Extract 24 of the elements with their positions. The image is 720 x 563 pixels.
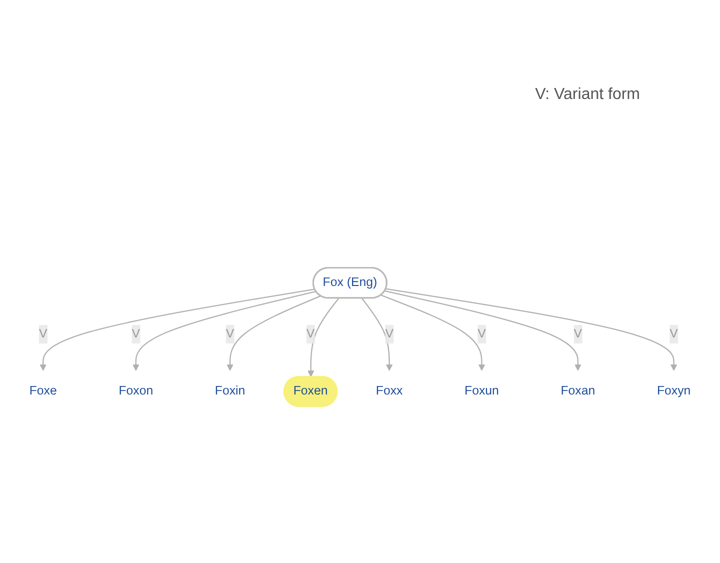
arrow	[40, 288, 315, 371]
arrow	[361, 298, 393, 371]
node-text: Foxe	[29, 384, 57, 398]
edge-label: V	[670, 327, 678, 340]
legend-note: V: Variant form	[535, 86, 640, 104]
node-text: Foxyn	[656, 384, 691, 398]
node-text: Foxon	[118, 384, 154, 398]
node-text: Foxun	[464, 384, 499, 398]
node-text: Foxan	[560, 384, 596, 398]
edge-label: V	[226, 327, 234, 340]
edge-label: V	[306, 327, 315, 340]
arrow	[386, 288, 678, 371]
arrow	[307, 298, 340, 378]
edge-label: V	[385, 327, 394, 340]
node-text: Foxx	[376, 384, 403, 398]
arrow	[384, 290, 582, 371]
edge-label: V	[38, 327, 48, 340]
arrow	[132, 290, 316, 371]
arrow	[380, 294, 486, 371]
arrow	[226, 295, 321, 371]
node-text: Foxin	[214, 384, 246, 398]
edge-label: V	[132, 327, 140, 340]
edge-label: V	[478, 327, 486, 340]
edge-label: V	[574, 327, 582, 340]
